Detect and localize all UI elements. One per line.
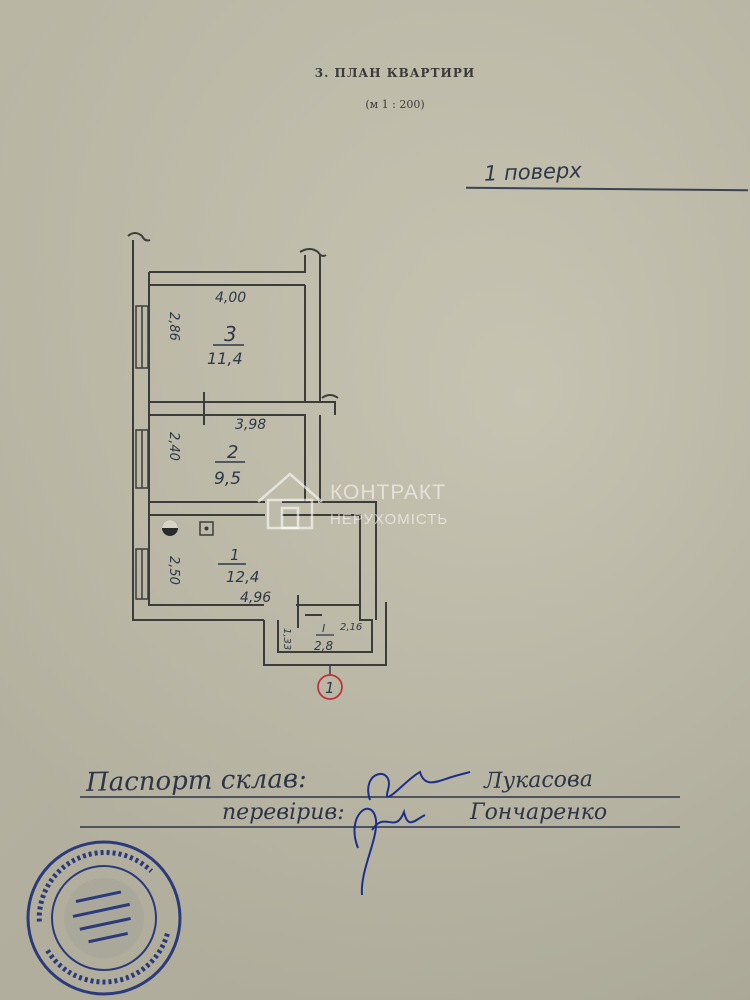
room1-area: 12,4 (226, 568, 259, 586)
wall-room1-east-outer (320, 501, 377, 620)
scale-label: (м 1 : 200) (365, 98, 425, 111)
room3-area: 11,4 (207, 349, 243, 368)
vestibule-width: 2,16 (340, 622, 362, 633)
wall-west-inner (148, 272, 264, 606)
room2-width: 3,98 (235, 417, 266, 433)
room3-number: 3 (224, 322, 237, 346)
entrance-marker-circle (317, 674, 343, 700)
room3-depth: 2,86 (166, 312, 181, 341)
wall-east-room3-outer (319, 255, 336, 415)
room2-number: 2 (227, 442, 238, 463)
entrance-marker-number: 1 (325, 679, 335, 697)
vestibule-number: I (322, 622, 325, 635)
official-stamp (26, 840, 182, 996)
watermark-line2: НЕРУХОМІСТЬ (330, 511, 449, 528)
handwritten-signature-1 (367, 770, 471, 801)
watermark-line1: КОНТРАКТ (330, 481, 446, 504)
room1-number: 1 (230, 546, 240, 564)
home-watermark-icon (257, 472, 323, 530)
break-mark-e (321, 394, 339, 399)
wall-room3-room2-b (149, 414, 306, 502)
handwritten-signature-2 (353, 807, 426, 896)
wall-room2-room1-b (149, 514, 361, 605)
page-title: 3. ПЛАН КВАРТИРИ (314, 66, 476, 80)
passport-name: Лукасова (483, 767, 594, 794)
room3-width: 4,00 (215, 290, 246, 306)
wall-vestibule-outer (263, 620, 387, 666)
room1-width: 4,96 (240, 590, 271, 606)
break-mark-nw (127, 232, 151, 242)
vestibule-area: 2,8 (314, 639, 333, 653)
sink-icon (199, 521, 214, 536)
wall-north (149, 255, 306, 273)
break-mark-ne (299, 248, 327, 257)
room2-area: 9,5 (214, 469, 241, 489)
checked-label: перевірив: (222, 800, 345, 825)
stove-icon (162, 520, 178, 536)
wall-vestibule-inner (277, 604, 373, 653)
room1-depth: 2,50 (166, 556, 181, 585)
checked-name: Гончаренко (470, 800, 608, 825)
wall-west-outer (132, 240, 264, 621)
passport-label: Паспорт склав: (85, 764, 307, 798)
vestibule-depth: 1,33 (281, 628, 292, 650)
room2-depth: 2,40 (166, 432, 181, 461)
